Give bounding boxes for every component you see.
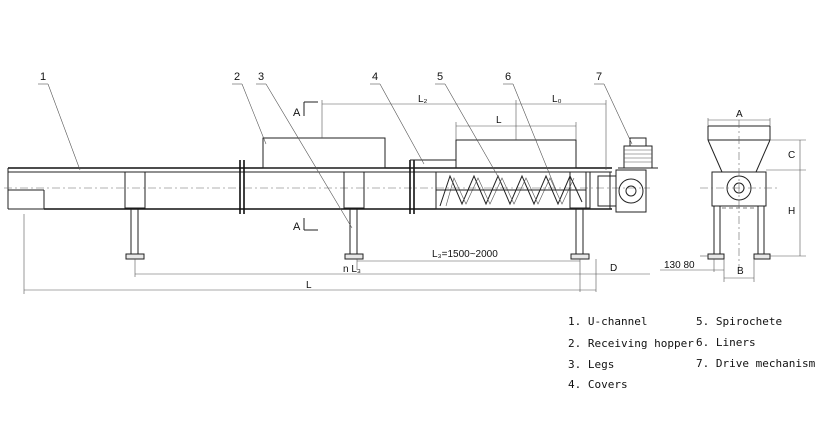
dim-l3-range-label: L₃=1500~2000 [432, 249, 498, 260]
callout-1: 1 [40, 71, 46, 83]
dim-d-label: D [610, 263, 617, 274]
dim-l0-label: L₀ [552, 94, 562, 105]
legend-item-1: 1. U-channel [568, 315, 647, 328]
dim-c-label: C [788, 150, 795, 161]
callout-3: 3 [258, 71, 264, 83]
dimension-l0: L₀ [516, 94, 607, 170]
legend-item-2: 2. Receiving hopper [568, 337, 694, 350]
callout-2: 2 [234, 71, 240, 83]
legend-item-7: 7. Drive mechanism [696, 357, 816, 370]
drive-mechanism [585, 137, 658, 213]
section-mark-top: A [293, 101, 318, 119]
cover [410, 159, 456, 169]
spirochete [435, 171, 587, 210]
trough-body [4, 167, 650, 210]
legend-item-4: 4. Covers [568, 378, 628, 391]
dim-a-label: A [736, 109, 743, 120]
callout-5: 5 [437, 71, 443, 83]
dimension-a: A [707, 109, 771, 126]
legend-item-6: 6. Liners [696, 336, 756, 349]
callout-6: 6 [505, 71, 511, 83]
dimension-side-offsets: 130 80 [660, 255, 724, 272]
callouts: 1 2 3 4 5 6 7 [38, 71, 633, 229]
callout-4: 4 [372, 71, 378, 83]
legend-item-3: 3. Legs [568, 358, 614, 371]
section-a-bottom-label: A [293, 221, 301, 233]
dim-h-label: H [788, 206, 795, 217]
dim-l-total-label: L [306, 280, 312, 291]
dimension-l-total: L [23, 214, 596, 294]
dim-side-offsets-label: 130 80 [664, 260, 695, 271]
section-a-top-label: A [293, 107, 301, 119]
dimension-d: D [580, 259, 650, 292]
legend-item-5: 5. Spirochete [696, 315, 782, 328]
section-mark-bottom: A [293, 218, 318, 233]
dim-l2-label: L₂ [418, 94, 428, 105]
dimension-l3-range: L₃=1500~2000 [356, 249, 580, 270]
trough-flanges [239, 160, 415, 214]
legs [124, 171, 591, 260]
dimension-b: B [723, 259, 755, 282]
dimension-n-l3: n L₃ [134, 259, 581, 292]
callout-7: 7 [596, 71, 602, 83]
dim-l-hopper-label: L [496, 115, 502, 126]
dim-n-l3-label: n L₃ [343, 264, 361, 275]
dimension-h: H [770, 170, 806, 257]
legend: 1. U-channel 2. Receiving hopper 3. Legs… [568, 315, 816, 391]
discharge-hopper [455, 139, 577, 169]
dimension-l-hopper: L [455, 115, 577, 140]
dimension-c: C [766, 139, 806, 171]
dimension-l2: L₂ [321, 94, 517, 140]
dim-b-label: B [737, 266, 744, 277]
side-view [700, 120, 778, 268]
receiving-hopper [262, 137, 386, 169]
